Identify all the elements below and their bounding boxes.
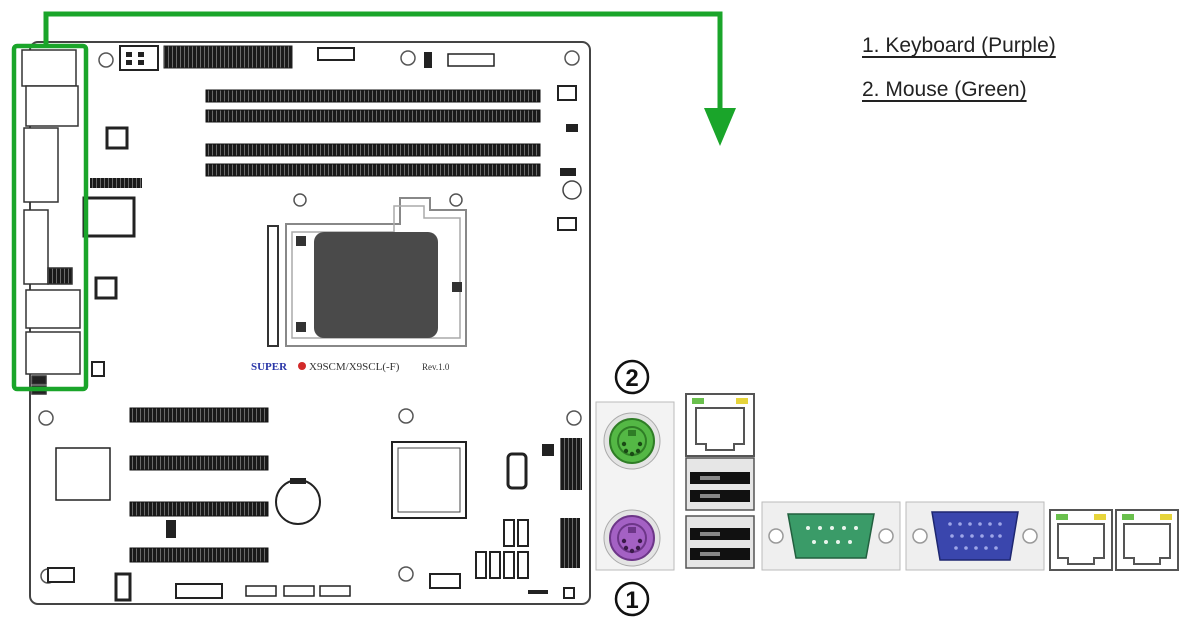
- mouse-port: [609, 418, 655, 464]
- usb-port-pair: [685, 515, 755, 569]
- dimm-slots: [205, 85, 582, 231]
- highlight-callout: [11, 11, 736, 392]
- mounting-hole: [293, 193, 307, 207]
- board-revision: Rev.1.0: [422, 362, 450, 372]
- pch-chip: [391, 441, 467, 519]
- mounting-hole: [564, 50, 580, 66]
- legend-mouse: 2. Mouse (Green): [862, 78, 1027, 101]
- number-callouts: 2 1: [614, 359, 650, 617]
- keyboard-port-body: [609, 515, 655, 561]
- jumper: [424, 52, 432, 68]
- arrow-down-icon: [704, 108, 736, 146]
- board-io-ps2: [21, 49, 77, 87]
- mounting-hole: [398, 566, 414, 582]
- callout-2-number: 2: [625, 365, 638, 392]
- board-model: X9SCM/X9SCL(-F): [309, 361, 400, 373]
- cpu-socket: [267, 197, 467, 347]
- board-io-serial: [23, 127, 59, 203]
- board-label: SUPER X9SCM/X9SCL(-F) Rev.1.0: [251, 361, 450, 373]
- serial-port: [761, 501, 901, 571]
- dimm-slot: [205, 143, 541, 157]
- legend-keyboard: 1. Keyboard (Purple): [862, 34, 1056, 57]
- io-panel-enlarged: 2 1: [595, 359, 1179, 617]
- bridge-chip: [82, 196, 136, 238]
- lan-ports: [1049, 509, 1179, 571]
- fan-header: [317, 47, 355, 61]
- board-rear-io: [21, 49, 81, 395]
- serial-port-body: [787, 513, 875, 559]
- vga-port: [905, 501, 1045, 571]
- mounting-hole: [98, 52, 114, 68]
- callout-line: [43, 11, 723, 112]
- pcie-slot: [129, 455, 269, 471]
- lan-usb-stack: [685, 393, 755, 569]
- mounting-hole: [38, 410, 54, 426]
- board-io-lan: [25, 289, 81, 329]
- motherboard: SUPER X9SCM/X9SCL(-F) Rev.1.0: [21, 41, 591, 605]
- ps2-ports: [595, 401, 675, 571]
- jumper-header-block: [163, 45, 293, 69]
- pin-header: [447, 53, 495, 67]
- mouse-port-body: [609, 418, 655, 464]
- brand-dot: [298, 362, 306, 370]
- lan-chip: [55, 447, 111, 501]
- dimm-slot: [205, 89, 541, 103]
- board-chips: [82, 126, 142, 377]
- keyboard-port: [609, 515, 655, 561]
- lan-port-top: [685, 393, 755, 457]
- io-highlight-box: [11, 43, 89, 392]
- pcie-slots: [129, 407, 269, 563]
- mounting-hole: [400, 50, 416, 66]
- mounting-hole: [566, 410, 582, 426]
- mounting-hole: [449, 193, 463, 207]
- power-connector: [119, 45, 159, 71]
- cpu-socket-center: [314, 232, 438, 338]
- callout-2-circle: [614, 359, 650, 395]
- lower-components: [47, 438, 582, 602]
- dimm-slot: [205, 109, 541, 123]
- callout-1-circle: [614, 581, 650, 617]
- board-brand: SUPER: [251, 361, 288, 373]
- cmos-battery: [275, 479, 321, 525]
- board-io-lan: [25, 331, 81, 375]
- pcie-slot: [129, 407, 269, 423]
- top-headers: [119, 45, 495, 71]
- board-io-vga: [23, 209, 49, 285]
- vga-port-body: [931, 511, 1019, 561]
- dimm-slot: [205, 163, 541, 177]
- callout-1-number: 1: [625, 587, 638, 614]
- mounting-hole: [398, 408, 414, 424]
- pcie-slot: [129, 547, 269, 563]
- pcie-slot: [129, 501, 269, 517]
